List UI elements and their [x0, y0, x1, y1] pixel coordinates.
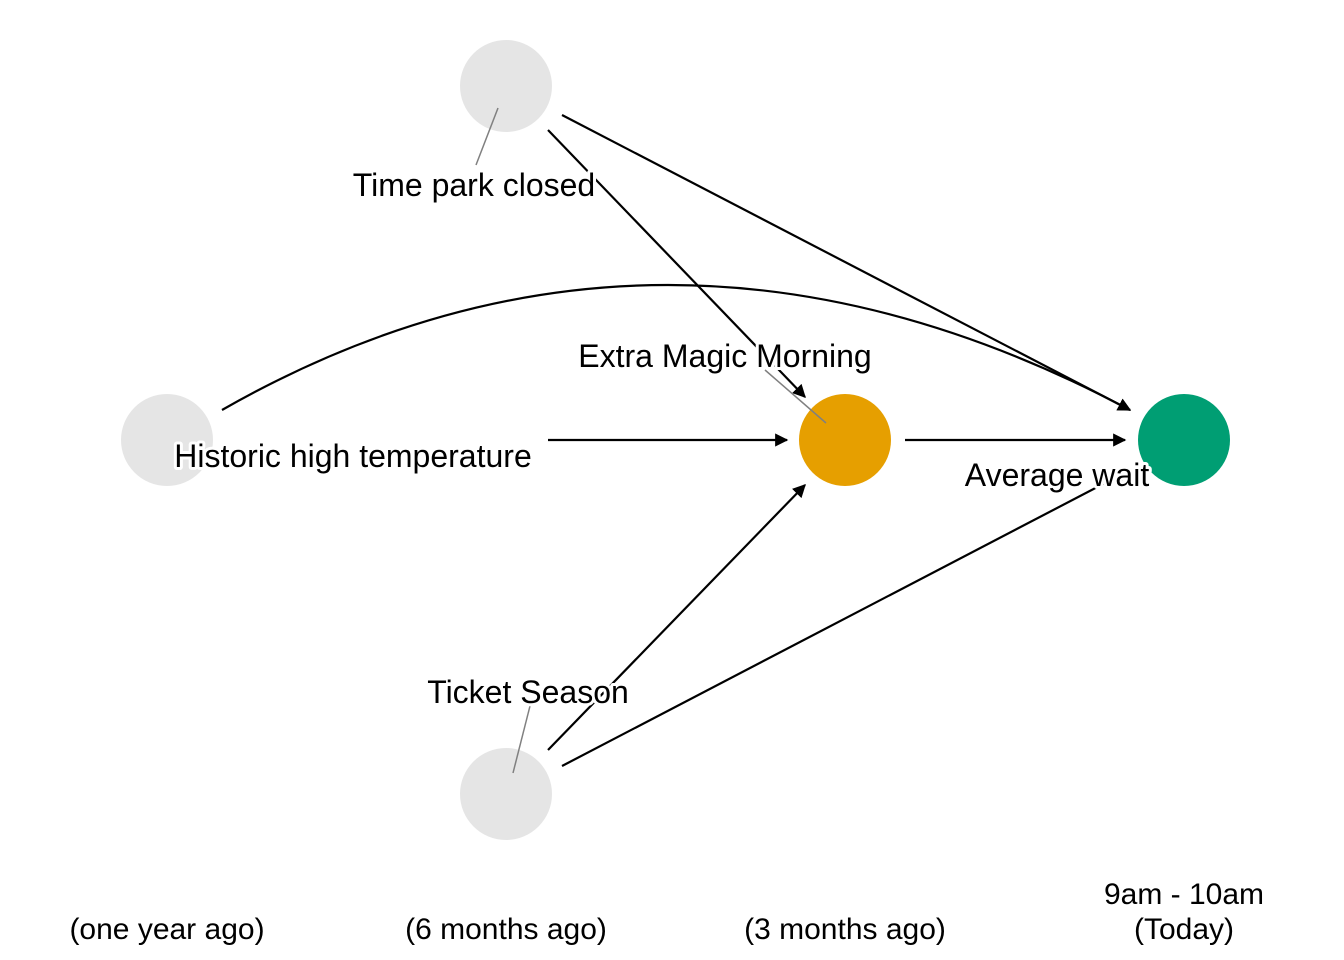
- edge-season-to-emm: [547, 484, 806, 751]
- node-average-wait: [1138, 394, 1230, 486]
- leader-ticket-season: [512, 705, 531, 774]
- edge-temp-to-wait: [221, 283, 1132, 411]
- label-ticket-season: Ticket Season: [427, 674, 629, 710]
- label-historic-high-temperature: Historic high temperature: [174, 438, 531, 474]
- label-time-park-closed: Time park closed: [353, 167, 595, 203]
- leader-extra-magic-morning: [764, 369, 827, 424]
- node-historic-high-temperature: [121, 394, 213, 486]
- node-extra-magic-morning: [799, 394, 891, 486]
- axis-label-three-months: (3 months ago): [744, 913, 946, 946]
- axis-label-today-time: 9am - 10am: [1104, 878, 1264, 911]
- edge-park-closed-to-wait: [561, 114, 1132, 411]
- node-ticket-season: [460, 748, 552, 840]
- label-average-wait: Average wait: [965, 457, 1150, 493]
- axis-label-today: (Today): [1134, 913, 1234, 946]
- axis-label-one-year: (one year ago): [69, 913, 264, 946]
- edge-season-to-wait: [561, 469, 1132, 767]
- node-time-park-closed: [460, 40, 552, 132]
- edge-park-closed-to-emm: [547, 129, 806, 398]
- leader-time-park-closed: [475, 107, 499, 166]
- axis-label-six-months: (6 months ago): [405, 913, 607, 946]
- label-extra-magic-morning: Extra Magic Morning: [578, 338, 871, 374]
